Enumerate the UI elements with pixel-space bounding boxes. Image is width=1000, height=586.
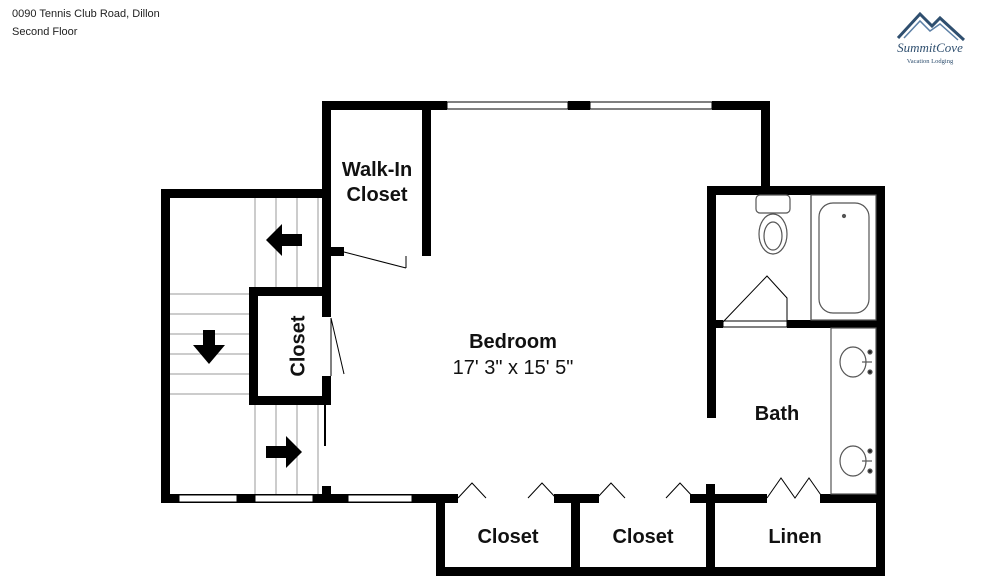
wall-walkin-right bbox=[422, 101, 431, 256]
wall-bottom-d bbox=[820, 494, 885, 503]
wall-bottom-outer bbox=[436, 567, 885, 576]
wall-top-mid bbox=[568, 101, 590, 110]
floor-label: Second Floor bbox=[12, 26, 78, 38]
bifold-closet-2a bbox=[596, 482, 626, 499]
wall-top-right bbox=[712, 101, 770, 110]
windows bbox=[178, 101, 788, 503]
wall-walkin-left bbox=[322, 101, 331, 256]
bedroom-dimensions: 17' 3" x 15' 5" bbox=[453, 357, 574, 379]
wall-bath-top bbox=[707, 186, 885, 195]
wall-bottom-c bbox=[690, 494, 767, 503]
wall-closet-top bbox=[249, 287, 331, 296]
bifold-closet-1b bbox=[527, 482, 557, 499]
wall-stair-top bbox=[161, 189, 331, 198]
bathtub-inner bbox=[818, 202, 870, 314]
wall-closet-right-top bbox=[322, 256, 331, 294]
summitcove-logo: SummitCove Vacation Lodging bbox=[890, 6, 970, 66]
wall-bedroom-right bbox=[761, 101, 770, 194]
wall-closet-right-b bbox=[322, 376, 331, 405]
bedroom-label: Bedroom bbox=[469, 331, 557, 353]
doors bbox=[324, 251, 824, 499]
wall-closet-divider-1 bbox=[571, 494, 580, 576]
window-top-2 bbox=[589, 101, 713, 110]
arrow-down-icon bbox=[193, 330, 225, 364]
walls bbox=[161, 101, 885, 576]
wall-closet-left bbox=[249, 287, 258, 405]
door-walkin bbox=[343, 251, 407, 269]
window-bottom-3 bbox=[347, 494, 413, 503]
logo-tagline: Vacation Lodging bbox=[907, 58, 954, 65]
wall-right-outer bbox=[876, 186, 885, 576]
door-closet-vertical bbox=[330, 317, 345, 375]
bath-fixtures bbox=[755, 194, 877, 495]
bifold-linen bbox=[766, 477, 824, 499]
bifold-closet-1a bbox=[457, 482, 487, 499]
bifold-closet-2b bbox=[665, 482, 695, 499]
logo-brand: SummitCove bbox=[897, 40, 963, 55]
arrow-left-icon bbox=[266, 224, 302, 256]
wall-walkin-bottom bbox=[322, 247, 344, 256]
wall-stub-bottom bbox=[322, 486, 331, 503]
window-top-1 bbox=[446, 101, 569, 110]
wall-left-outer bbox=[161, 189, 170, 502]
walkin-closet-label-2: Closet bbox=[346, 184, 407, 206]
wall-bath-left-upper bbox=[707, 186, 716, 328]
wall-closet-bottom bbox=[249, 396, 331, 405]
door-bath bbox=[722, 275, 788, 323]
walkin-closet-label-1: Walk-In bbox=[342, 159, 412, 181]
bath-label: Bath bbox=[755, 403, 799, 425]
window-bottom-1 bbox=[178, 494, 238, 503]
wall-bath-left-lower bbox=[707, 320, 716, 418]
wall-closet-divider-2 bbox=[706, 484, 715, 576]
wall-bottom-a bbox=[436, 494, 458, 503]
linen-label: Linen bbox=[768, 526, 821, 548]
wall-walkin-top bbox=[322, 101, 447, 110]
wall-bottom-b bbox=[554, 494, 599, 503]
closet-vertical-label: Closet bbox=[287, 315, 309, 376]
arrow-right-icon bbox=[266, 436, 302, 468]
wall-closet-right-a bbox=[322, 287, 331, 317]
wall-bath-mid-right bbox=[787, 320, 885, 328]
window-bottom-2 bbox=[254, 494, 314, 503]
closet-bottom-1-label: Closet bbox=[477, 526, 538, 548]
address-text: 0090 Tennis Club Road, Dillon bbox=[12, 8, 160, 20]
bath-door-opening bbox=[722, 320, 788, 328]
closet-bottom-2-label: Closet bbox=[612, 526, 673, 548]
stair-arrows bbox=[193, 224, 302, 468]
wall-closet1-left bbox=[436, 494, 445, 576]
toilet-tank bbox=[755, 194, 791, 214]
